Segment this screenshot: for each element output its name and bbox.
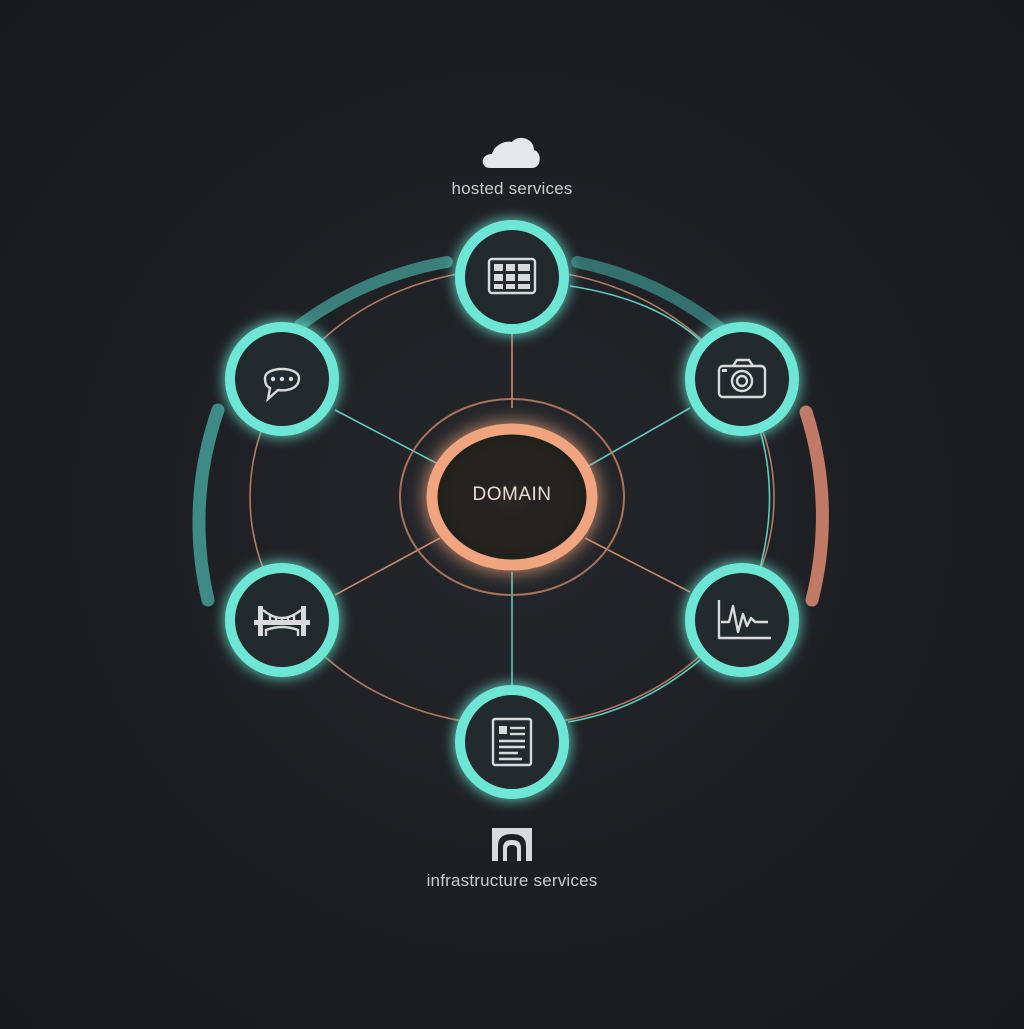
camera-icon bbox=[717, 358, 767, 399]
outer-arc-left bbox=[192, 403, 225, 607]
outer-arc-right bbox=[799, 405, 829, 607]
node-upper-right[interactable] bbox=[685, 322, 799, 436]
infrastructure-services-label: infrastructure services bbox=[426, 871, 598, 890]
node-lower-right[interactable] bbox=[685, 563, 799, 677]
bridge-icon bbox=[254, 606, 310, 636]
spoke-lower-right bbox=[584, 537, 691, 593]
orbit-segment-right bbox=[757, 429, 771, 576]
cloud-icon bbox=[482, 137, 540, 168]
chat-bubble-icon bbox=[263, 367, 301, 403]
domain-node[interactable] bbox=[399, 398, 625, 596]
outer-arc-top-left bbox=[294, 256, 453, 331]
document-icon bbox=[491, 717, 533, 767]
spoke-upper-left bbox=[334, 409, 441, 466]
waveform-chart-icon bbox=[717, 600, 771, 640]
grid-table-icon bbox=[487, 257, 537, 295]
spoke-upper-right bbox=[584, 407, 691, 469]
orbit-segment-bottom-right bbox=[567, 659, 701, 723]
outer-arc-top-right bbox=[571, 256, 726, 334]
archway-icon bbox=[492, 828, 532, 861]
node-bottom[interactable] bbox=[455, 685, 569, 799]
orbit-segment-top-right bbox=[569, 285, 706, 346]
spoke-lower-left bbox=[334, 537, 441, 596]
domain-label: DOMAIN bbox=[472, 484, 552, 505]
node-upper-left[interactable] bbox=[225, 322, 339, 436]
hosted-services-label: hosted services bbox=[451, 179, 573, 198]
node-lower-left[interactable] bbox=[225, 563, 339, 677]
node-top[interactable] bbox=[455, 220, 569, 334]
